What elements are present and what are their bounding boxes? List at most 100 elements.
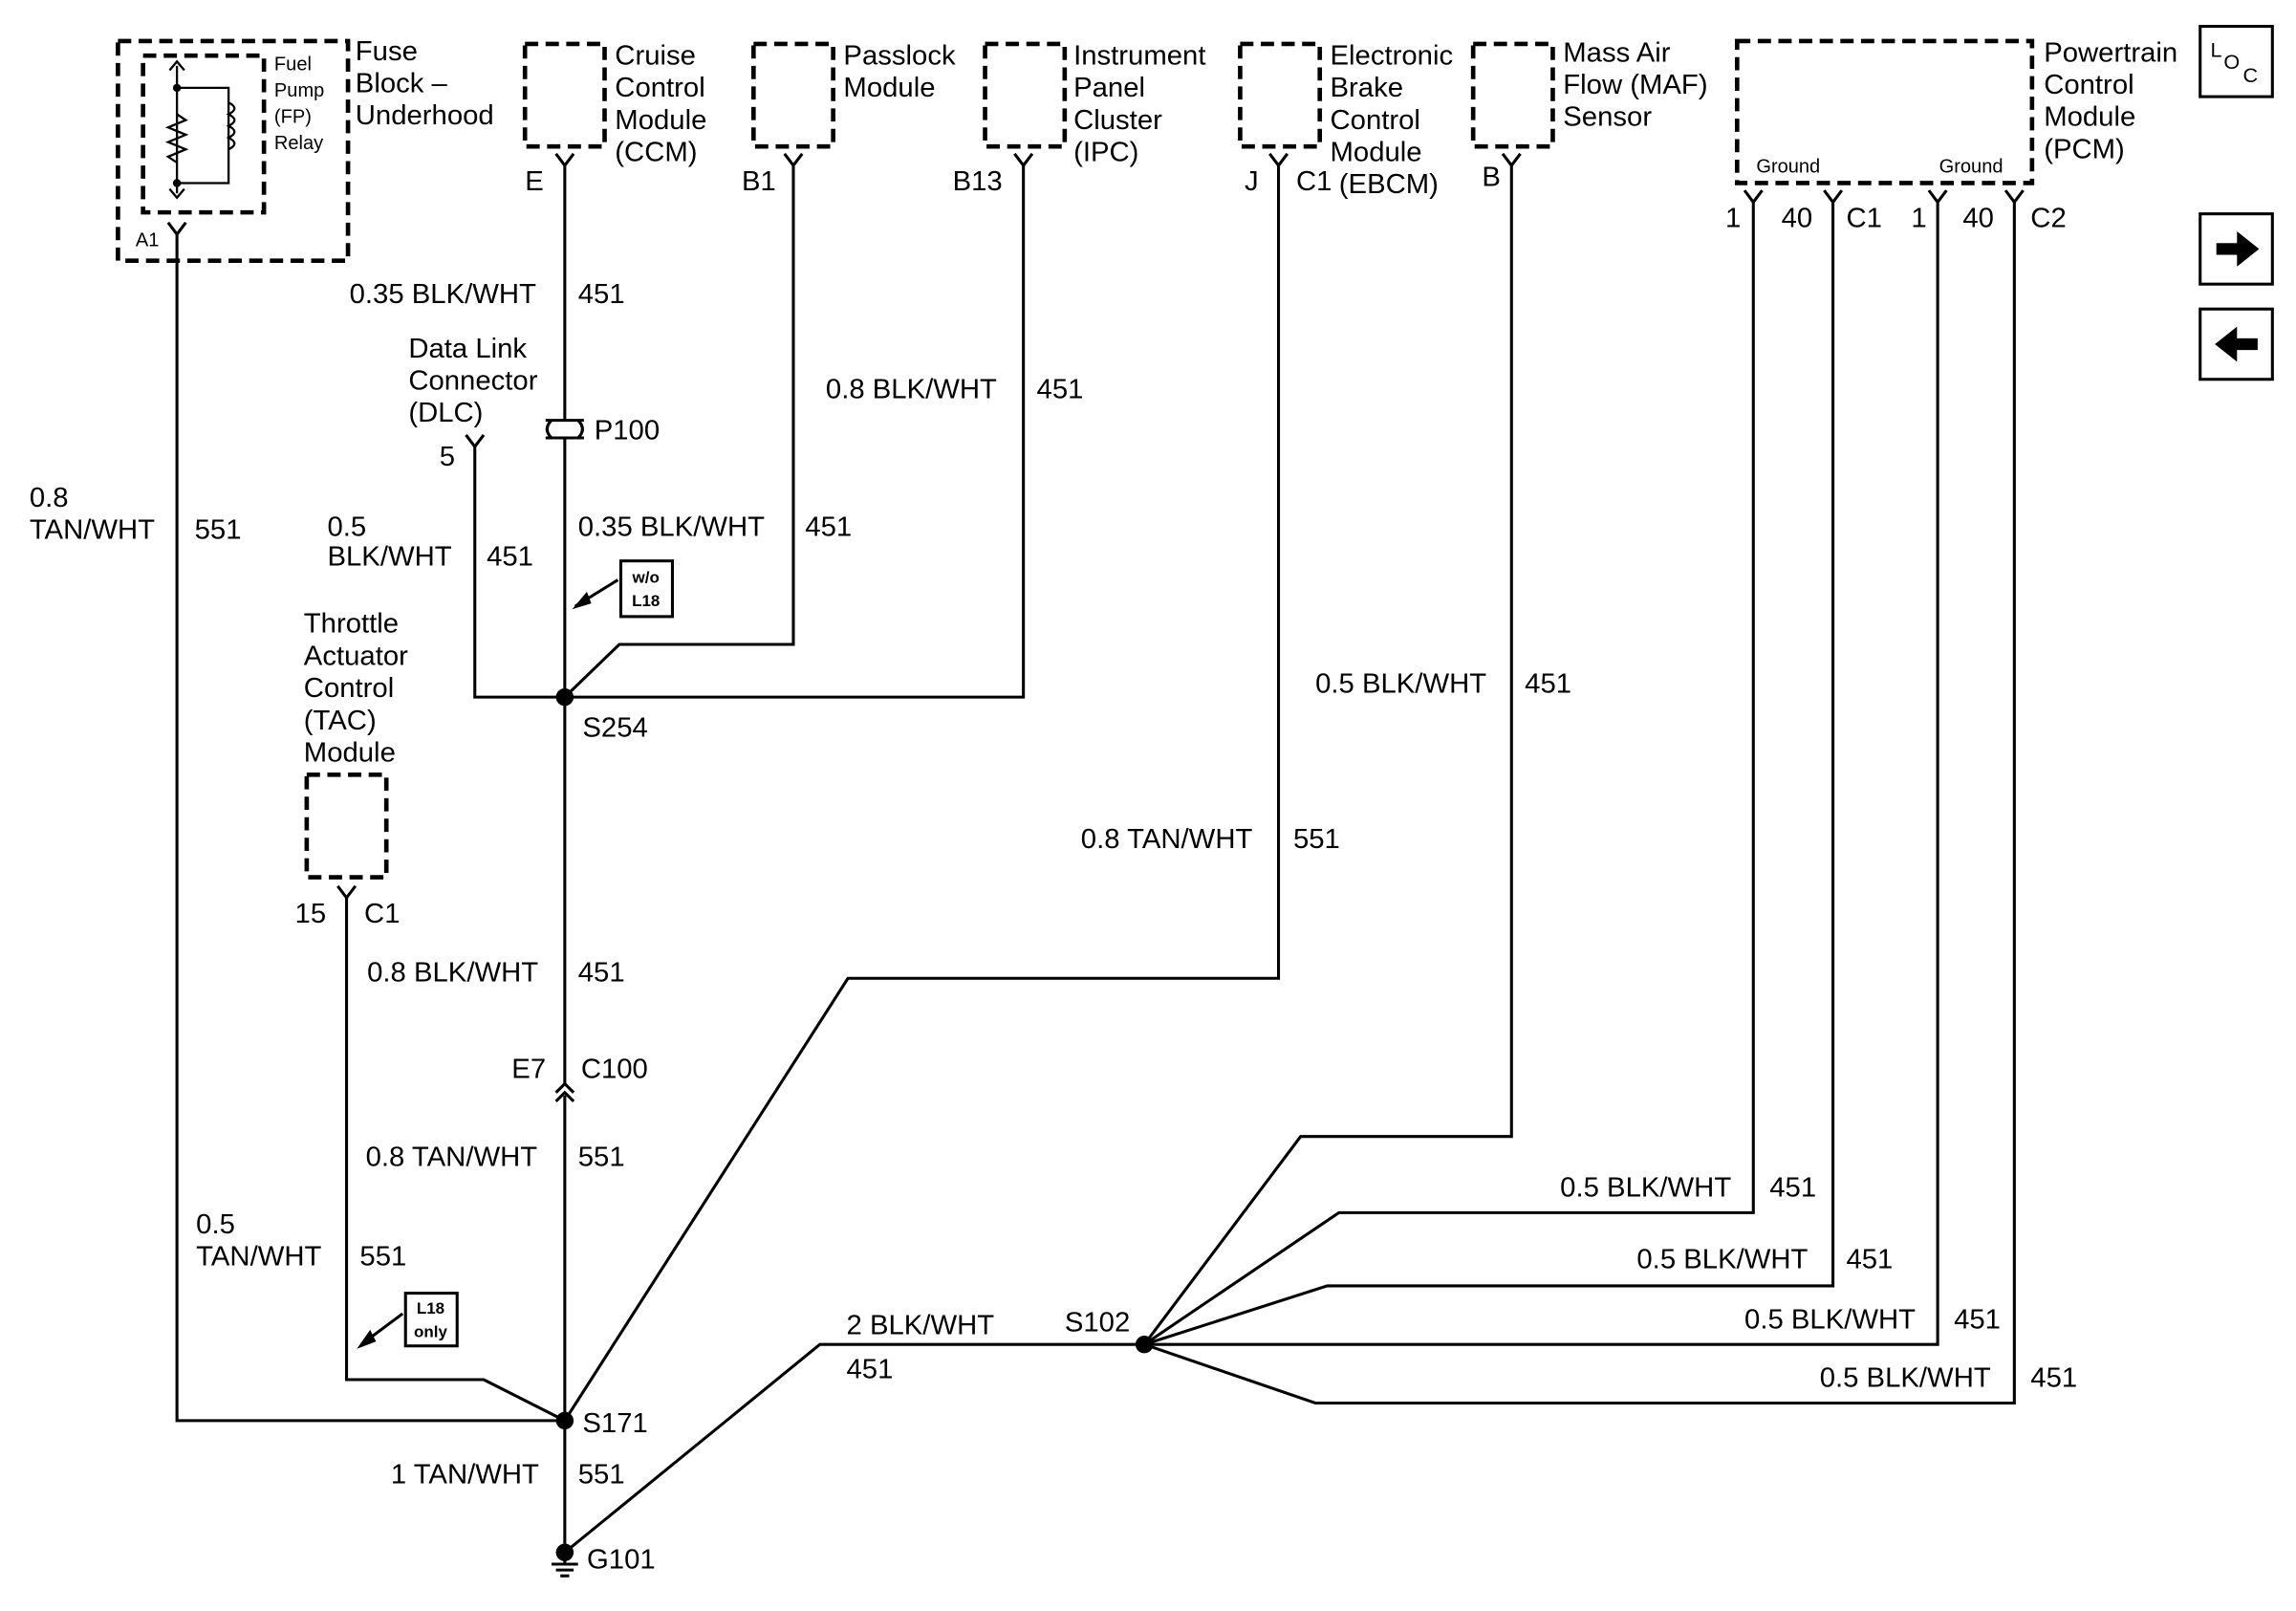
ipc-pin: B13 (953, 166, 1003, 197)
fuse-block-line-1: Fuse (356, 36, 418, 67)
ccm-wire-spec: 0.35 BLK/WHT (350, 279, 537, 310)
tac-line-3: Control (304, 673, 394, 704)
fuse-block-line-2: Block – (356, 69, 448, 99)
ccm-pin: E (525, 166, 544, 197)
fp-relay-line-1: Fuel (274, 54, 312, 76)
pcm-label: Powertrain Control Module (PCM) (2044, 37, 2185, 164)
fp-relay-line-2: Pump (274, 80, 324, 101)
wire-s102-451 (563, 1342, 1145, 1554)
g101-label: G101 (587, 1545, 656, 1576)
s102-label: S102 (1065, 1308, 1130, 1339)
ebcm-line-1: Electronic (1331, 40, 1454, 71)
connector-ccm-e (554, 152, 575, 168)
back-button[interactable] (2199, 307, 2274, 381)
pcm-wire-1-spec: 0.5 BLK/WHT (1560, 1173, 1731, 1204)
loc-letter-o: O (2223, 51, 2240, 74)
fp-relay-box (141, 53, 267, 215)
ipc-line-2: Panel (1073, 73, 1145, 103)
passlock-box (751, 41, 835, 149)
p100-wire-spec: 0.35 BLK/WHT (578, 512, 766, 543)
fp-relay-line-3: (FP) (274, 107, 312, 128)
note-wo-l18: w/o L18 (572, 559, 675, 619)
tac-wire-circuit: 551 (359, 1242, 406, 1273)
ccm-line-1: Cruise (615, 40, 696, 71)
tac-wire-size: 0.5 (196, 1209, 235, 1240)
ccm-line-4: (CCM) (615, 138, 697, 168)
wire-ebcm-551 (563, 165, 1281, 1422)
dlc-wire-label: 0.5 BLK/WHT (327, 512, 451, 573)
tac-line-5: Module (304, 738, 396, 769)
wire-pcm-4 (1143, 202, 2016, 1405)
ipc-label: Instrument Panel Cluster (IPC) (1073, 40, 1214, 167)
dlc-line-3: (DLC) (408, 398, 483, 428)
connector-fuse-a1 (166, 221, 187, 237)
tac-label: Throttle Actuator Control (TAC) Module (304, 609, 416, 769)
wire-maf-451 (1142, 165, 1513, 1346)
pcm-line-2: Control (2044, 70, 2134, 100)
p100-wire-circuit: 451 (805, 512, 852, 543)
connector-pcm-1b (1927, 189, 1948, 205)
tac-line-2: Actuator (304, 642, 408, 672)
tac-module: Throttle Actuator Control (TAC) Module 1… (295, 609, 416, 929)
c100-s171-wire-circuit: 551 (578, 1142, 625, 1172)
tac-line-4: (TAC) (304, 706, 377, 736)
passlock-pin: B1 (742, 166, 776, 197)
note-l18-only: L18 only (357, 1292, 459, 1349)
ccm: Cruise Control Module (CCM) E (522, 40, 714, 197)
note-wo-l18-line-1: w/o (632, 569, 660, 587)
ground-wire-spec: 1 TAN/WHT (391, 1460, 539, 1491)
tac-wire-color: TAN/WHT (196, 1242, 321, 1273)
fuse-a1-pin: A1 (136, 229, 160, 250)
connector-passlock-b1 (783, 152, 804, 168)
ebcm-label: Electronic Brake Control Module (EBCM) (1331, 40, 1462, 200)
wires (175, 165, 2016, 1554)
pcm-box (1734, 38, 2035, 185)
ccm-wire-circuit: 451 (578, 279, 625, 310)
wire-passlock-451 (563, 165, 795, 699)
wire-ipc-451 (564, 165, 1026, 699)
fp-wire-color: TAN/WHT (30, 515, 155, 546)
ipc-line-3: Cluster (1073, 105, 1162, 136)
wire-pcm-3 (1144, 202, 1939, 1346)
passlock-module: Passlock Module B1 (742, 40, 963, 197)
pcm-pin-40a: 40 (1782, 204, 1813, 234)
ccm-label: Cruise Control Module (CCM) (615, 40, 714, 167)
passlock-wire-spec: 0.8 BLK/WHT (826, 375, 997, 405)
pcm-pin-40b: 40 (1962, 204, 1994, 234)
maf-box (1470, 41, 1555, 149)
fp-relay-icon (164, 59, 236, 200)
dlc-line-1: Data Link (408, 334, 527, 364)
pcm: Ground Ground Powertrain Control Module … (1725, 37, 2185, 234)
connector-pcm-40a (1823, 189, 1844, 205)
s171-label: S171 (582, 1408, 647, 1439)
fuse-block-box (116, 38, 351, 263)
pcm-wire-3-circuit: 451 (1954, 1304, 2001, 1335)
ebcm: Electronic Brake Control Module (EBCM) J… (1238, 40, 1462, 200)
note-l18-only-line-2: only (414, 1323, 447, 1341)
maf-sensor: Mass Air Flow (MAF) Sensor B (1470, 37, 1708, 193)
fp-wire-size: 0.8 (30, 483, 69, 513)
connector-maf-b (1501, 152, 1522, 168)
pcm-wire-2-spec: 0.5 BLK/WHT (1636, 1245, 1808, 1275)
pcm-conn-c2: C2 (2030, 204, 2066, 234)
passlock-wire-circuit: 451 (1037, 375, 1084, 405)
connector-pcm-40b (2004, 189, 2025, 205)
passlock-label: Passlock Module (843, 40, 963, 103)
tac-conn: C1 (364, 899, 400, 929)
pcm-wire-3-spec: 0.5 BLK/WHT (1744, 1304, 1916, 1335)
wire-pcm-2 (1143, 202, 1835, 1346)
connector-dlc-5 (465, 434, 486, 449)
ipc-line-4: (IPC) (1073, 138, 1138, 168)
ground-icon (551, 1543, 578, 1578)
pcm-line-3: Module (2044, 102, 2135, 133)
splice-s102 (1135, 1336, 1154, 1354)
s254-c100-wire-circuit: 451 (578, 957, 625, 988)
loc-letter-c: C (2242, 64, 2258, 87)
pcm-line-4: (PCM) (2044, 135, 2125, 165)
dlc: Data Link Connector (DLC) 5 (408, 334, 537, 472)
dlc-pin: 5 (440, 442, 455, 472)
forward-button[interactable] (2199, 212, 2274, 286)
c100-s171-wire-spec: 0.8 TAN/WHT (366, 1142, 538, 1172)
fuse-block-label: Fuse Block – Underhood (356, 36, 494, 131)
